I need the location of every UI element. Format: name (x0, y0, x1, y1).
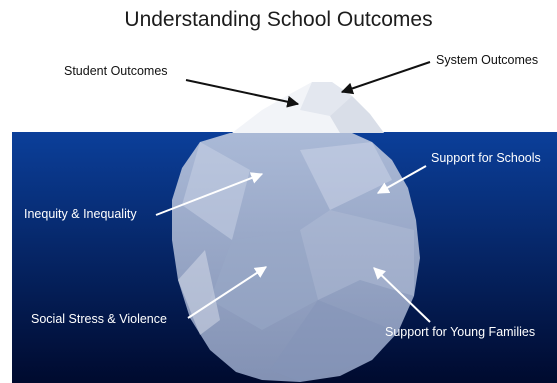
arrow-system-outcomes (340, 61, 431, 95)
ice-facet (300, 142, 392, 210)
arrow-support-for-young-families (373, 267, 431, 323)
ice-facet (270, 300, 398, 382)
label-student-outcomes: Student Outcomes (64, 64, 168, 78)
arrow-inequity-inequality (155, 172, 264, 216)
ice-facet (210, 230, 318, 330)
slide-title: Understanding School Outcomes (124, 8, 433, 31)
label-social-stress-violence: Social Stress & Violence (31, 312, 167, 326)
arrow-social-stress-violence (187, 266, 268, 319)
label-support-for-young-families: Support for Young Families (385, 325, 536, 339)
label-inequity-inequality: Inequity & Inequality (24, 207, 137, 221)
arrow-support-for-schools (376, 165, 427, 194)
iceberg-tip-shade (330, 96, 384, 133)
iceberg-tip-shade (300, 82, 352, 116)
arrow-student-outcomes (185, 79, 300, 108)
label-system-outcomes: System Outcomes (436, 53, 539, 67)
ice-facet (178, 250, 220, 335)
label-support-for-schools: Support for Schools (431, 151, 541, 165)
